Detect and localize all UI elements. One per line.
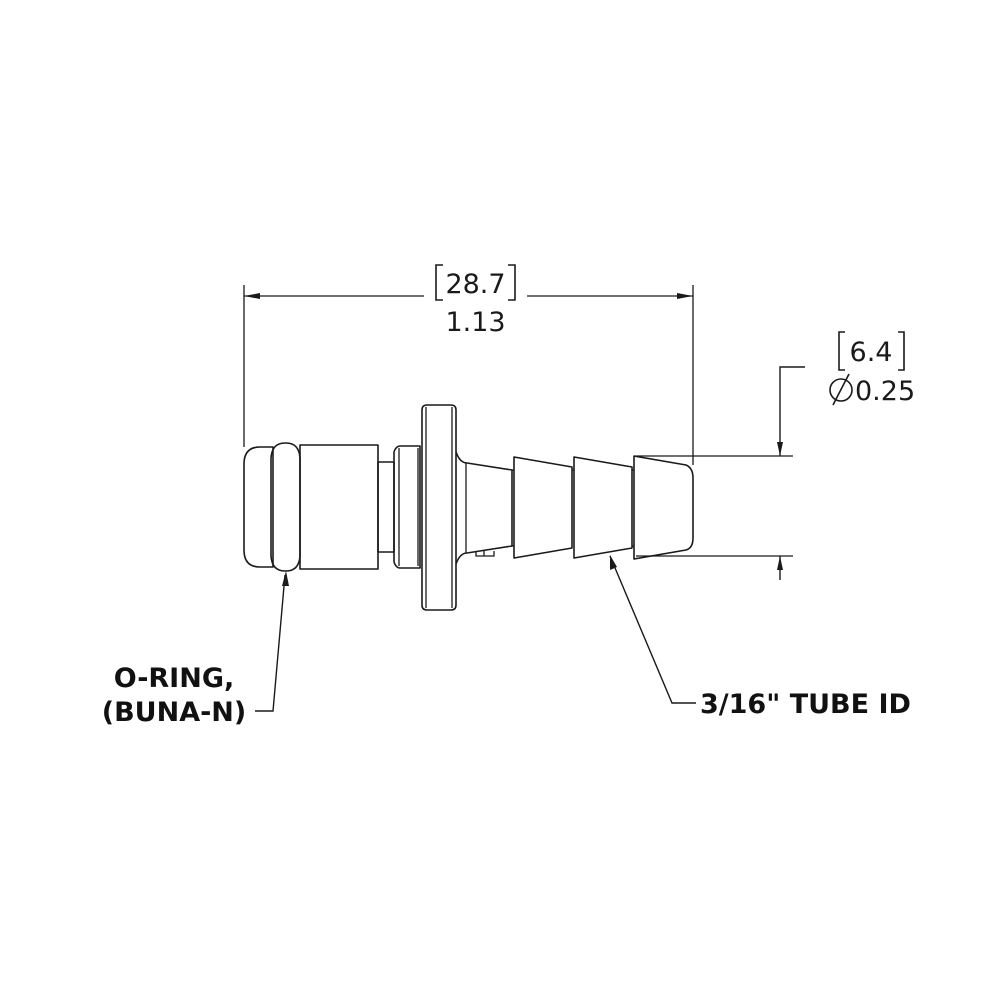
oring-label-line1: O-RING, [114,663,235,694]
bracket-right [898,331,905,371]
bracket-left [435,264,443,301]
fitting-body [243,404,694,611]
bracket-right [508,264,516,301]
diameter-metric-value: 6.4 [850,337,893,368]
barb-2 [573,456,633,559]
tube-id-label: 3/16" TUBE ID [700,689,911,720]
o-ring [270,442,301,572]
main-body [299,444,379,570]
oring-leader-line [255,574,286,712]
neck [377,461,395,553]
length-metric-value: 28.7 [445,269,505,300]
oring-label-line2: (BUNA-N) [102,697,246,728]
end-cap [243,446,274,568]
barb-1 [513,456,573,559]
arrowhead-right [677,293,693,299]
diameter-symbol-icon [829,373,853,406]
shoulder [393,445,421,569]
barb-tip [633,455,694,560]
tube-id-callout: 3/16" TUBE ID [609,555,911,720]
dim-leader-top [779,366,805,456]
arrowhead-top [777,442,783,456]
barb-diameter-dimension: 6.4 0.25 [636,331,915,580]
oring-leader-arrowhead [282,571,289,586]
overall-length-dimension: 28.7 1.13 [243,264,694,465]
length-imperial-value: 1.13 [445,307,505,338]
oring-callout: O-RING, (BUNA-N) [102,571,289,728]
diameter-imperial-value: 0.25 [855,376,915,407]
arrowhead-bottom [777,556,783,570]
tube-leader-arrowhead [610,555,617,570]
arrowhead-left [244,293,260,299]
flange [421,404,457,611]
barb-base [455,451,513,565]
tube-leader-line [609,555,696,704]
flat-mark [475,551,495,557]
bracket-left [838,331,845,371]
